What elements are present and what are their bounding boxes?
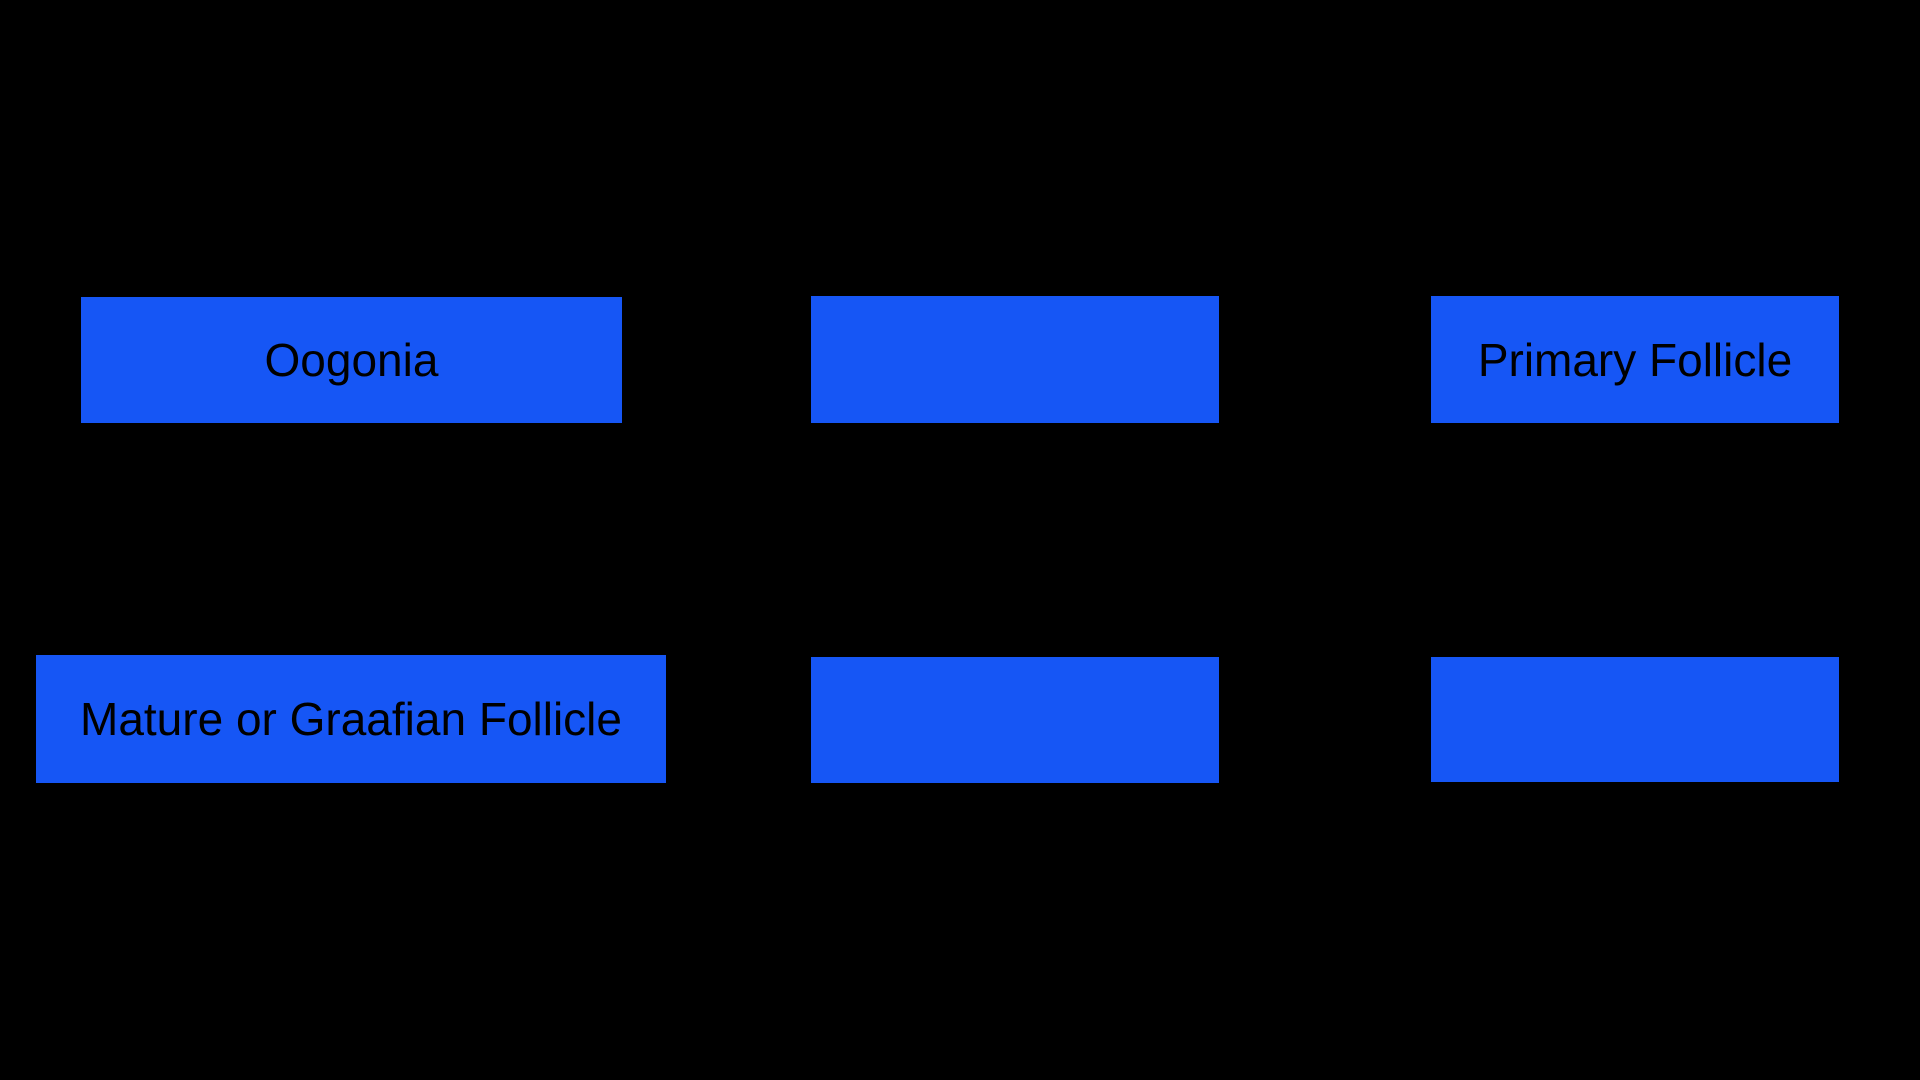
flowchart-box-blank-top-middle[interactable] xyxy=(811,296,1219,423)
flowchart-box-oogonia[interactable]: Oogonia xyxy=(81,297,622,423)
flowchart-box-label: Oogonia xyxy=(264,334,439,386)
flowchart-box-blank-bottom-right[interactable] xyxy=(1431,657,1839,782)
flowchart-box-blank-bottom-middle[interactable] xyxy=(811,657,1219,783)
flowchart-box-label: Primary Follicle xyxy=(1477,333,1793,386)
flowchart-box-primary-follicle[interactable]: Primary Follicle xyxy=(1431,296,1839,423)
flowchart-box-label: Mature or Graafian Follicle xyxy=(80,693,622,745)
flowchart-box-mature-graafian-follicle[interactable]: Mature or Graafian Follicle xyxy=(36,655,666,783)
